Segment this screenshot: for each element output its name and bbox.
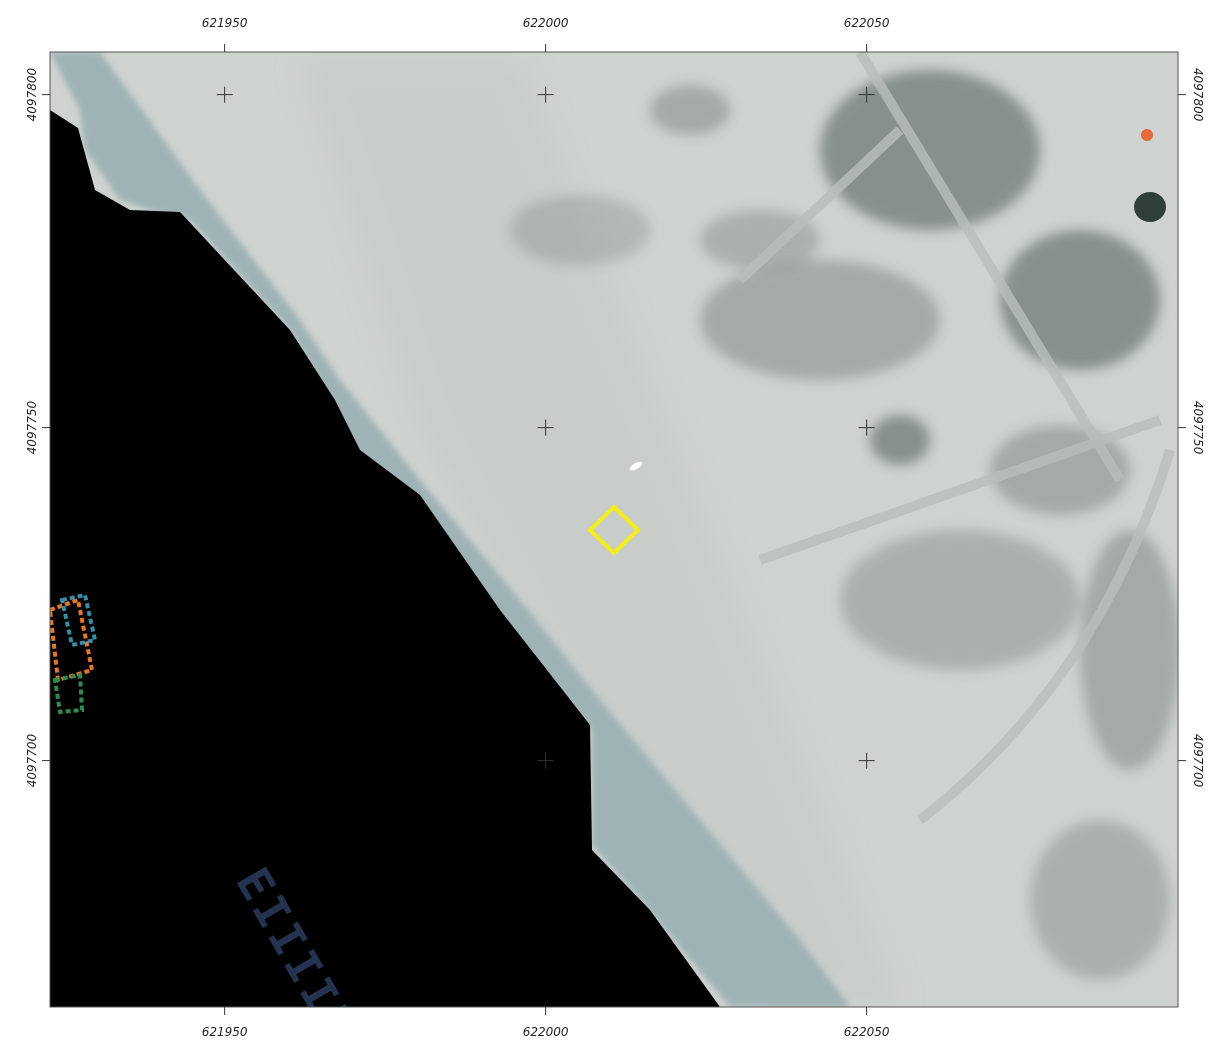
surf-band: [50, 52, 850, 1007]
grid-cross: [858, 419, 875, 436]
small-bright-object: [629, 461, 643, 471]
grid-crosses: [216, 86, 875, 769]
highlighted-parcel[interactable]: [587, 504, 641, 556]
vegetation-patches: [510, 70, 1178, 980]
pond: [1134, 192, 1166, 222]
x-tick-label-top: 622050: [844, 16, 890, 30]
wet-sand: [300, 60, 900, 1007]
axis-ticks: 621950 621950 622000 622000 622050 622050 4097…: [25, 16, 1205, 1039]
x-tick-label-bottom: 622000: [523, 1025, 569, 1039]
y-tick-label-left: 4097800: [25, 68, 39, 122]
y-tick-label-right: 4097700: [1191, 734, 1205, 788]
orange-marker: [1141, 129, 1153, 141]
y-tick-label-right: 4097800: [1191, 68, 1205, 122]
parcel-outlines: [50, 592, 98, 715]
grid-cross: [858, 752, 875, 769]
grid-cross: [537, 752, 554, 769]
y-tick-label-left: 4097750: [25, 401, 39, 455]
y-tick-label-right: 4097750: [1191, 401, 1205, 455]
grid-cross: [537, 86, 554, 103]
x-tick-label-bottom: 621950: [202, 1025, 248, 1039]
grid-cross: [216, 86, 233, 103]
grid-cross: [858, 86, 875, 103]
x-tick-label-bottom: 622050: [844, 1025, 890, 1039]
dirt-tracks: [736, 52, 1175, 824]
x-tick-label-top: 621950: [202, 16, 248, 30]
ocean: [50, 110, 720, 1007]
map-border: [49, 51, 1179, 1008]
grid-cross: [537, 419, 554, 436]
x-tick-label-top: 622000: [523, 16, 569, 30]
aerial-imagery: EIIIII: [50, 52, 1178, 1007]
y-tick-label-left: 4097700: [25, 734, 39, 788]
